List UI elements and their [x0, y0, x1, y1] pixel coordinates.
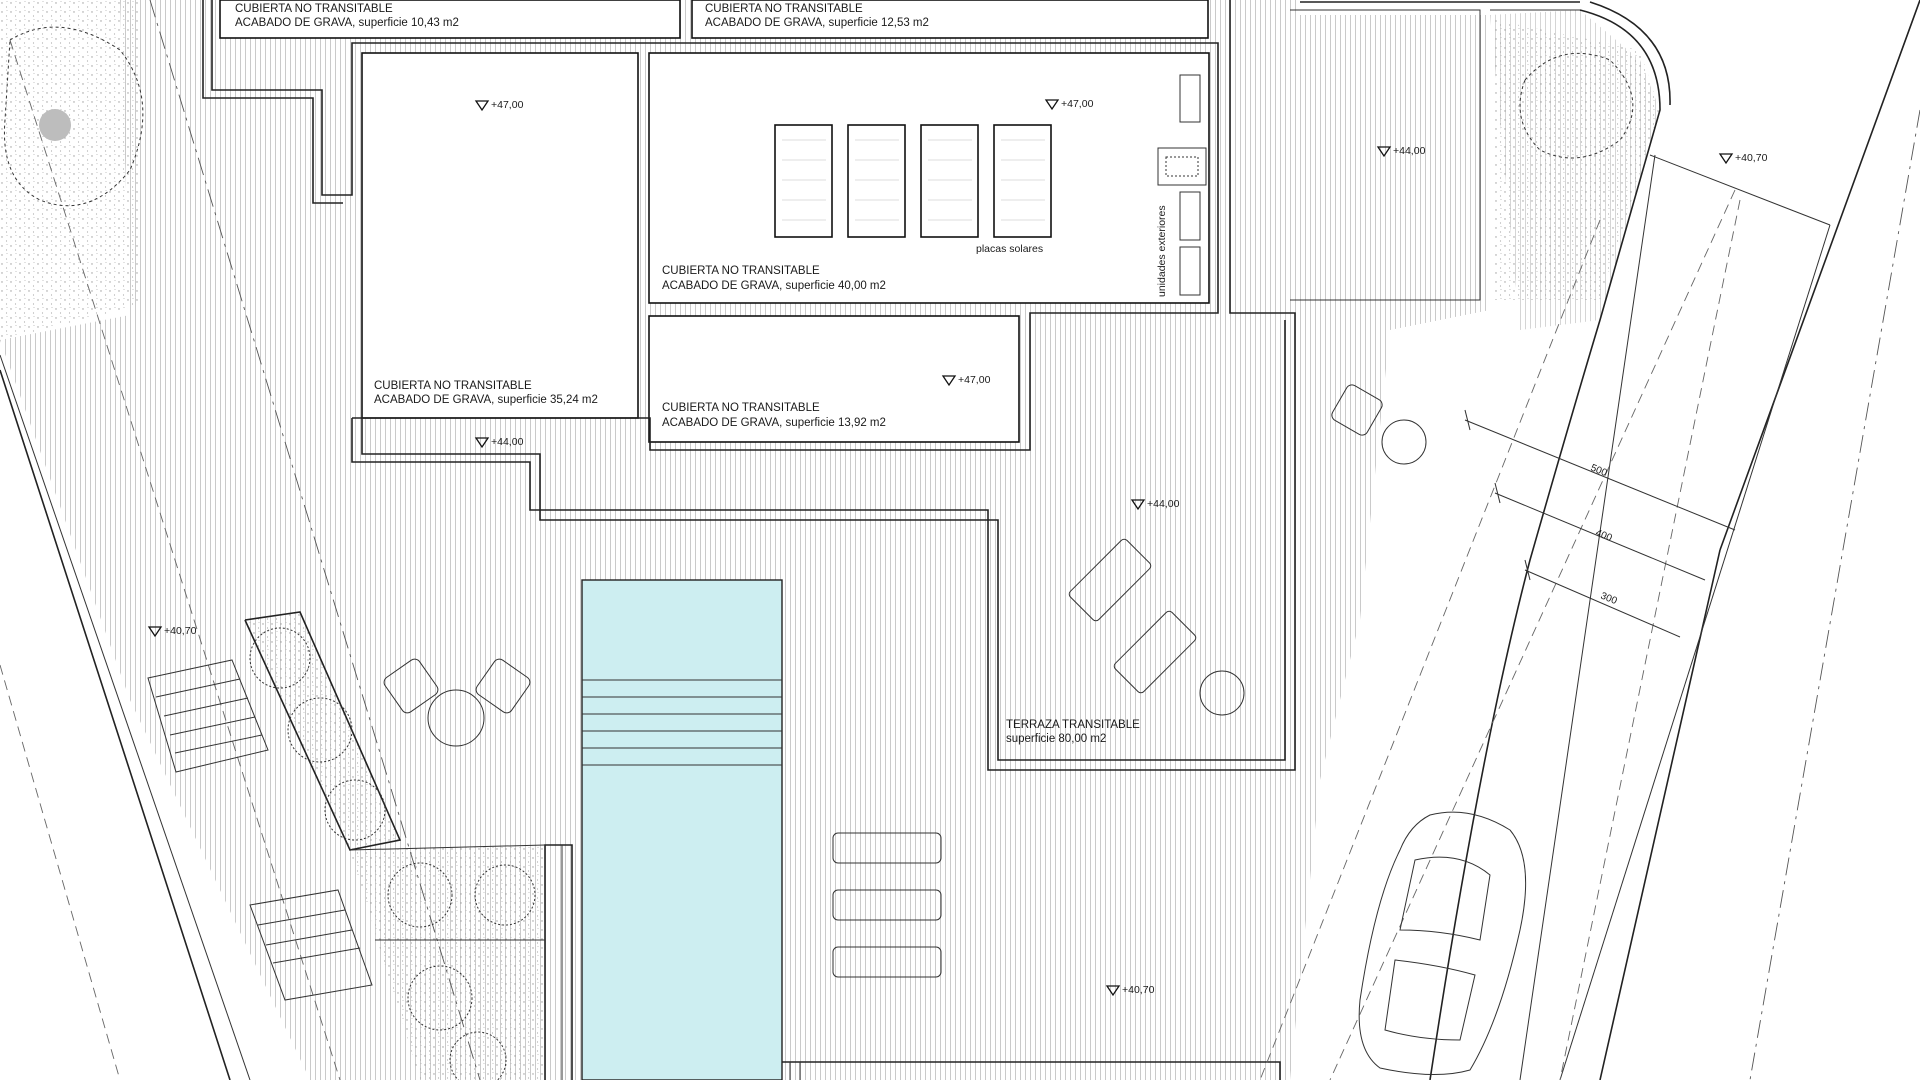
building-walls [202, 0, 1671, 1080]
svg-text:ACABADO DE GRAVA, superficie 4: ACABADO DE GRAVA, superficie 40,00 m2 [662, 280, 886, 292]
svg-text:CUBIERTA NO TRANSITABLE: CUBIERTA NO TRANSITABLE [662, 265, 820, 277]
svg-text:CUBIERTA NO TRANSITABLE: CUBIERTA NO TRANSITABLE [705, 3, 863, 15]
svg-text:CUBIERTA NO TRANSITABLE: CUBIERTA NO TRANSITABLE [235, 3, 393, 15]
roof-label-2: CUBIERTA NO TRANSITABLE ACABADO DE GRAVA… [705, 3, 929, 29]
level-ground-c: +40,70 [1122, 984, 1155, 996]
svg-text:CUBIERTA NO TRANSITABLE: CUBIERTA NO TRANSITABLE [374, 380, 532, 392]
dimension-300: 300 [1599, 591, 1619, 608]
roof-label-1: CUBIERTA NO TRANSITABLE ACABADO DE GRAVA… [235, 3, 459, 29]
level-roof-a: +47,00 [491, 99, 524, 111]
trees [3, 26, 1634, 1080]
svg-text:CUBIERTA NO TRANSITABLE: CUBIERTA NO TRANSITABLE [662, 402, 820, 414]
level-markers [147, 99, 1734, 997]
level-terrace-b: +44,00 [491, 436, 524, 448]
planters [244, 611, 546, 941]
level-terrace-a: +44,00 [1393, 145, 1426, 157]
level-roof-c: +47,00 [958, 374, 991, 386]
terrace-label: TERRAZA TRANSITABLE superficie 80,00 m2 [1006, 719, 1140, 745]
level-ground-b: +40,70 [164, 625, 197, 637]
solar-panels-label: placas solares [976, 243, 1043, 255]
roof-label-5: CUBIERTA NO TRANSITABLE ACABADO DE GRAVA… [662, 402, 886, 429]
planting-zones [0, 0, 1660, 1080]
level-roof-b: +47,00 [1061, 98, 1094, 110]
svg-text:ACABADO DE GRAVA, superficie 1: ACABADO DE GRAVA, superficie 10,43 m2 [235, 17, 459, 29]
svg-text:ACABADO DE GRAVA, superficie 3: ACABADO DE GRAVA, superficie 35,24 m2 [374, 394, 598, 406]
level-terrace-c: +44,00 [1147, 498, 1180, 510]
swimming-pool [544, 579, 801, 1080]
outdoor-units [1157, 74, 1207, 296]
roof-label-3: CUBIERTA NO TRANSITABLE ACABADO DE GRAVA… [374, 380, 598, 406]
svg-text:superficie 80,00 m2: superficie 80,00 m2 [1006, 733, 1106, 745]
stairs [147, 659, 373, 1001]
furniture [383, 384, 1427, 978]
dimension-lines [1464, 409, 1736, 638]
dimension-500: 500 [1589, 463, 1609, 480]
level-ground-a: +40,70 [1735, 152, 1768, 164]
car-icon [1358, 811, 1527, 1075]
svg-text:TERRAZA TRANSITABLE: TERRAZA TRANSITABLE [1006, 719, 1140, 731]
dimension-400: 400 [1594, 528, 1614, 545]
svg-text:ACABADO DE GRAVA, superficie 1: ACABADO DE GRAVA, superficie 12,53 m2 [705, 17, 929, 29]
outdoor-units-label: unidades exteriores [1156, 205, 1168, 297]
solar-panels [774, 124, 1052, 238]
svg-text:ACABADO DE GRAVA, superficie 1: ACABADO DE GRAVA, superficie 13,92 m2 [662, 417, 886, 429]
roof-label-4: CUBIERTA NO TRANSITABLE ACABADO DE GRAVA… [662, 265, 886, 292]
